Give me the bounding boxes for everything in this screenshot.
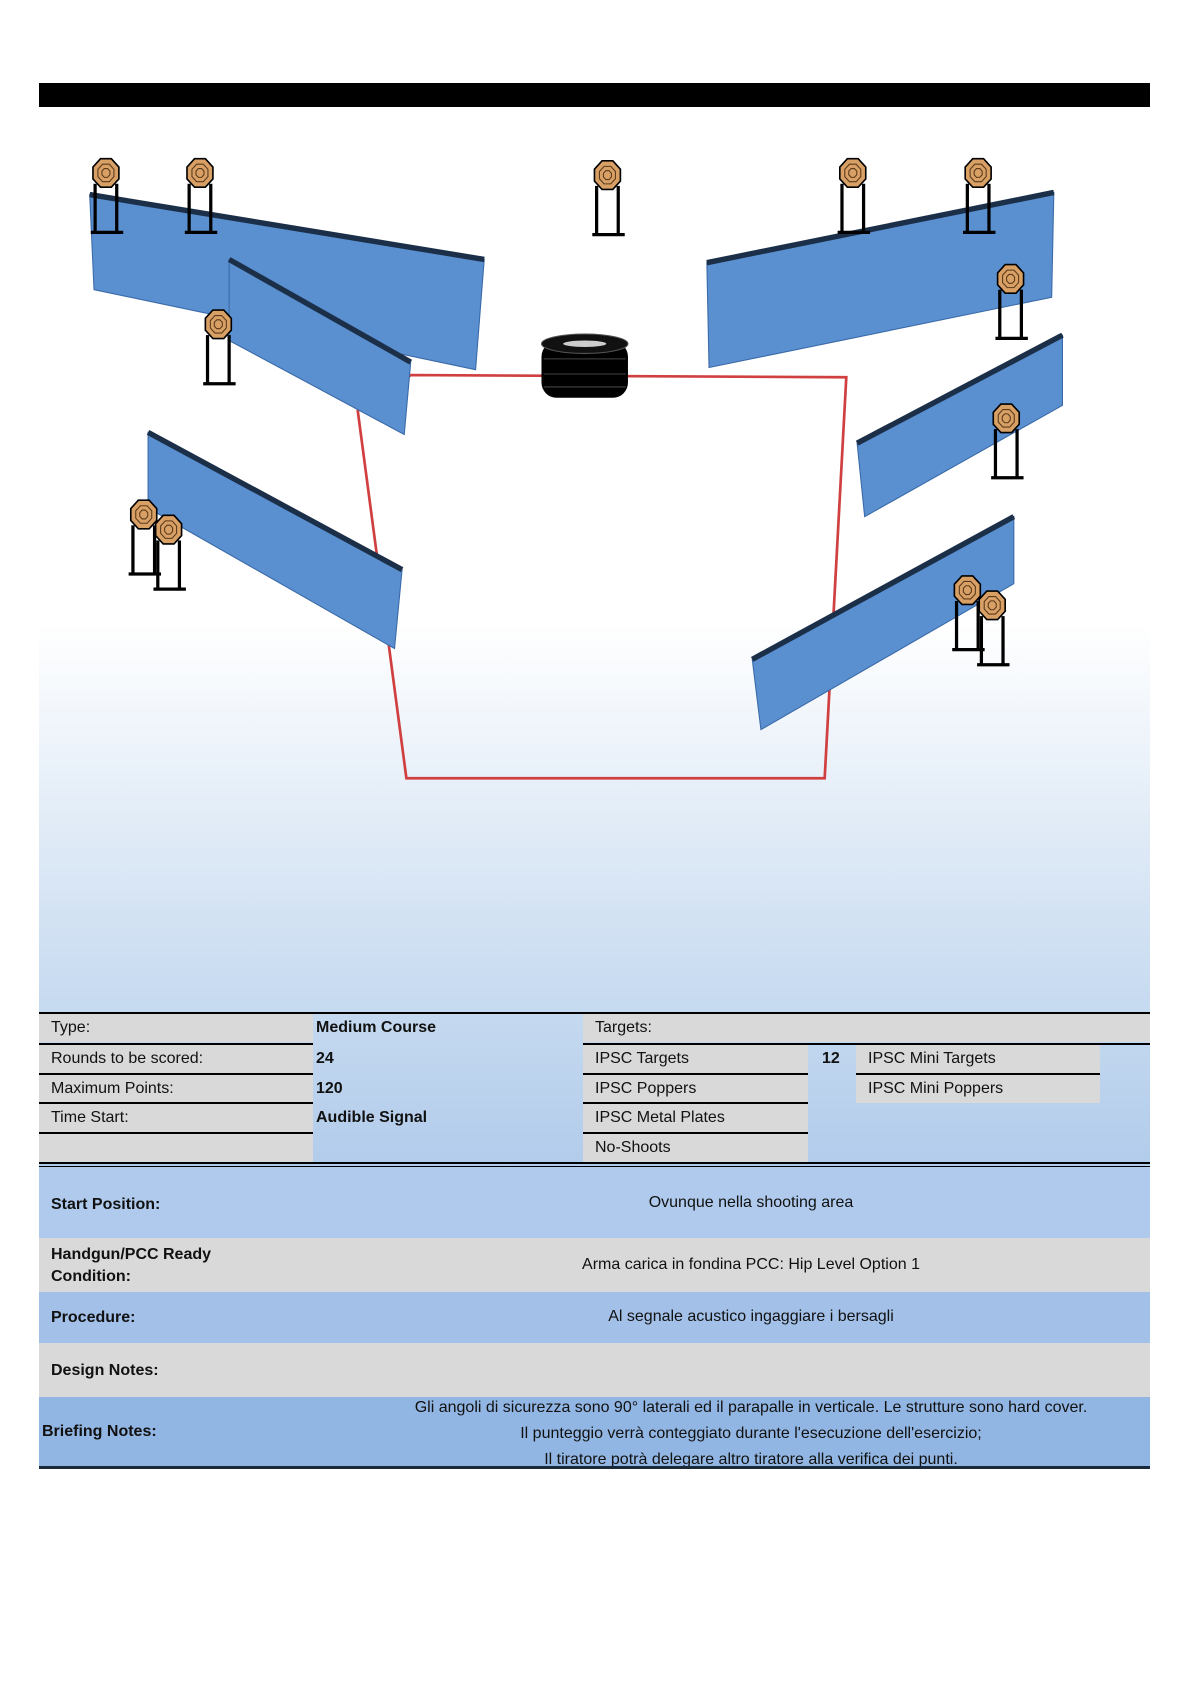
barrel-icon bbox=[540, 333, 629, 398]
ready-value: Arma carica in fondina PCC: Hip Level Op… bbox=[582, 1256, 920, 1273]
rounds-value: 24 bbox=[316, 1050, 334, 1067]
wall bbox=[751, 515, 1015, 731]
procedure-row: Procedure: Al segnale acustico ingaggiar… bbox=[39, 1292, 1150, 1343]
metal-plates-label: IPSC Metal Plates bbox=[583, 1104, 808, 1132]
procedure-label: Procedure: bbox=[51, 1309, 136, 1326]
wall-top-edge bbox=[855, 332, 1064, 446]
rounds-label: Rounds to be scored: bbox=[39, 1045, 313, 1073]
ipsc-target-icon bbox=[184, 157, 218, 235]
wall-top-edge bbox=[706, 189, 1055, 266]
ipsc-target-icon bbox=[837, 157, 871, 235]
targets-label: Targets: bbox=[583, 1014, 1150, 1042]
ipsc-target-icon bbox=[995, 263, 1028, 340]
briefing-line: Il tiratore potrà delegare altro tirator… bbox=[544, 1451, 958, 1468]
ready-label-1: Handgun/PCC Ready bbox=[51, 1246, 212, 1263]
design-notes-row: Design Notes: bbox=[39, 1343, 1150, 1397]
ipsc-target-icon bbox=[952, 575, 985, 652]
type-value: Medium Course bbox=[316, 1019, 437, 1036]
ipsc-target-icon bbox=[991, 403, 1024, 480]
ipsc-targets-count: 12 bbox=[822, 1050, 840, 1067]
no-shoots-label: No-Shoots bbox=[583, 1134, 808, 1162]
wall-top-edge bbox=[146, 429, 404, 573]
mini-targets-label: IPSC Mini Targets bbox=[856, 1045, 1100, 1073]
ready-condition-row: Handgun/PCC Ready Condition: Arma carica… bbox=[39, 1238, 1150, 1292]
ipsc-target-icon bbox=[963, 157, 996, 235]
type-label: Type: bbox=[39, 1014, 313, 1042]
empty-cell bbox=[39, 1134, 313, 1162]
start-position-value: Ovunque nella shooting area bbox=[648, 1194, 854, 1211]
divider bbox=[39, 1012, 1150, 1014]
briefing-line: Gli angoli di sicurezza sono 90° lateral… bbox=[414, 1399, 1088, 1416]
mini-poppers-label: IPSC Mini Poppers bbox=[856, 1075, 1100, 1103]
design-notes-label: Design Notes: bbox=[51, 1362, 159, 1379]
wall-top-edge bbox=[750, 514, 1016, 662]
wall-top-edge bbox=[89, 191, 485, 263]
ipsc-target-icon bbox=[592, 160, 625, 237]
procedure-value: Al segnale acustico ingaggiare i bersagl… bbox=[608, 1308, 894, 1325]
max-points-value: 120 bbox=[316, 1080, 343, 1097]
ready-label-2: Condition: bbox=[51, 1268, 131, 1285]
ipsc-targets-label: IPSC Targets bbox=[583, 1045, 808, 1073]
briefing-label: Briefing Notes: bbox=[42, 1423, 157, 1440]
poppers-label: IPSC Poppers bbox=[583, 1075, 808, 1103]
time-start-value: Audible Signal bbox=[316, 1109, 428, 1126]
start-position-label: Start Position: bbox=[51, 1196, 161, 1213]
ipsc-target-icon bbox=[128, 499, 162, 576]
max-points-label: Maximum Points: bbox=[39, 1075, 313, 1103]
title-bar bbox=[39, 83, 1150, 107]
ipsc-target-icon bbox=[203, 309, 236, 386]
ipsc-target-icon bbox=[153, 514, 186, 591]
wall-top-edge bbox=[227, 257, 413, 365]
briefing-line: Il punteggio verrà conteggiato durante l… bbox=[520, 1425, 982, 1442]
time-start-label: Time Start: bbox=[39, 1104, 313, 1132]
ipsc-target-icon bbox=[977, 590, 1010, 667]
briefing-row: Briefing Notes: Gli angoli di sicurezza … bbox=[39, 1397, 1150, 1468]
start-position-row: Start Position: Ovunque nella shooting a… bbox=[39, 1168, 1150, 1238]
ipsc-target-icon bbox=[90, 157, 124, 235]
